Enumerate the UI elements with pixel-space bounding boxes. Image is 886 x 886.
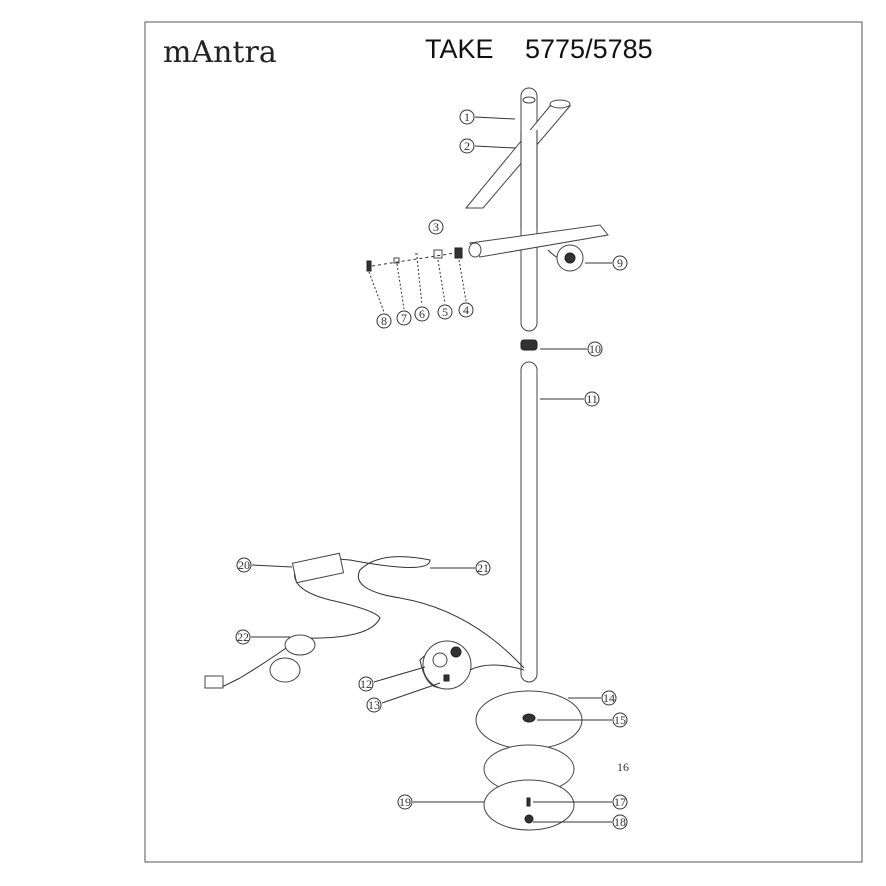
- plug: [204, 675, 224, 689]
- pole-connector: [520, 339, 538, 351]
- callout-17: 17: [612, 794, 628, 810]
- svg-text:13: 13: [368, 698, 380, 712]
- model-numbers: 5775/5785: [525, 34, 653, 64]
- callout-20: 20: [236, 557, 252, 573]
- base-discs: [475, 690, 583, 831]
- light-head: [468, 224, 609, 272]
- svg-text:5: 5: [442, 305, 448, 319]
- svg-text:1: 1: [464, 110, 470, 124]
- callout-5: 5: [437, 304, 453, 320]
- svg-text:14: 14: [603, 691, 615, 705]
- callout-14: 14: [601, 690, 617, 706]
- svg-text:4: 4: [463, 303, 469, 317]
- callout-9: 9: [612, 255, 628, 271]
- callout-12: 12: [358, 676, 374, 692]
- svg-text:12: 12: [360, 677, 372, 691]
- svg-text:18: 18: [614, 815, 626, 829]
- callout-13: 13: [366, 697, 382, 713]
- power-driver: [291, 552, 345, 584]
- callout-21: 21: [475, 560, 491, 576]
- lower-pole: [520, 361, 538, 683]
- callout-11: 11: [584, 391, 600, 407]
- brand-logo: mAntra: [163, 35, 277, 70]
- detail-view: [422, 640, 472, 690]
- callout-2: 2: [459, 138, 475, 154]
- arm-upper: [464, 99, 572, 209]
- callout-15: 15: [612, 712, 628, 728]
- callout-numbers: 1 2 3 4 5 6 7 8 9 10 11 12 13 14 15 16 1…: [235, 109, 629, 830]
- svg-text:9: 9: [617, 256, 623, 270]
- hardware-parts: [366, 247, 467, 313]
- svg-text:20: 20: [238, 558, 250, 572]
- callout-1: 1: [459, 109, 475, 125]
- callout-19: 19: [397, 794, 413, 810]
- svg-text:17: 17: [614, 795, 626, 809]
- svg-text:10: 10: [589, 342, 601, 356]
- brand-text: mAntra: [163, 35, 277, 70]
- leader-lines: [251, 116, 612, 823]
- callout-16: 16: [617, 760, 629, 774]
- svg-text:3: 3: [433, 220, 439, 234]
- svg-text:2: 2: [464, 139, 470, 153]
- svg-text:19: 19: [399, 795, 411, 809]
- svg-text:16: 16: [617, 760, 629, 774]
- model-name: TAKE: [425, 34, 494, 64]
- svg-text:21: 21: [477, 561, 489, 575]
- svg-text:8: 8: [381, 314, 387, 328]
- svg-text:15: 15: [614, 713, 626, 727]
- svg-text:6: 6: [419, 307, 425, 321]
- callout-22: 22: [235, 629, 251, 645]
- svg-text:7: 7: [401, 311, 407, 325]
- callout-18: 18: [612, 814, 628, 830]
- svg-text:22: 22: [237, 630, 249, 644]
- svg-text:11: 11: [586, 392, 598, 406]
- callout-3: 3: [428, 219, 444, 235]
- callout-8: 8: [376, 313, 392, 329]
- callout-6: 6: [414, 306, 430, 322]
- page-frame: [144, 21, 863, 863]
- callout-7: 7: [396, 310, 412, 326]
- callout-4: 4: [458, 302, 474, 318]
- callout-10: 10: [587, 341, 603, 357]
